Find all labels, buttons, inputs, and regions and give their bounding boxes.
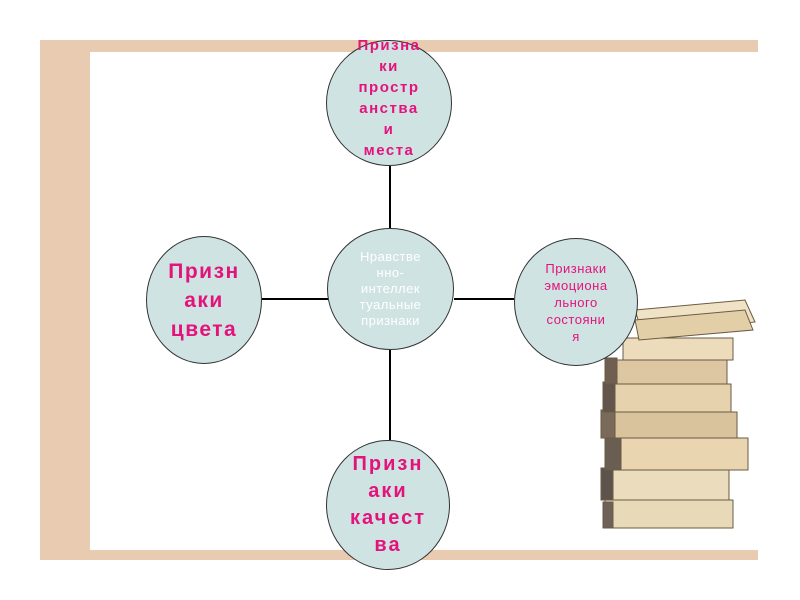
node-bottom: Призн аки качест ва <box>326 440 450 570</box>
node-center-label: Нравстве нно- интеллек туальные признаки <box>359 249 422 328</box>
node-left-label: Призн аки цвета <box>168 259 240 341</box>
connector-left <box>262 298 328 300</box>
connector-top <box>389 166 391 228</box>
node-top: Призна ки простр анства и места <box>326 37 452 166</box>
node-right: Признаки эмоциона льного состояни я <box>514 238 638 366</box>
connector-bottom <box>389 350 391 440</box>
books-stack-icon <box>600 299 756 529</box>
node-center: Нравстве нно- интеллек туальные признаки <box>327 228 454 350</box>
connector-right <box>454 298 514 300</box>
node-left: Призн аки цвета <box>146 236 262 364</box>
node-right-label: Признаки эмоциона льного состояни я <box>544 260 608 344</box>
node-top-label: Призна ки простр анства и места <box>357 37 421 159</box>
node-bottom-label: Призн аки качест ва <box>349 453 427 556</box>
